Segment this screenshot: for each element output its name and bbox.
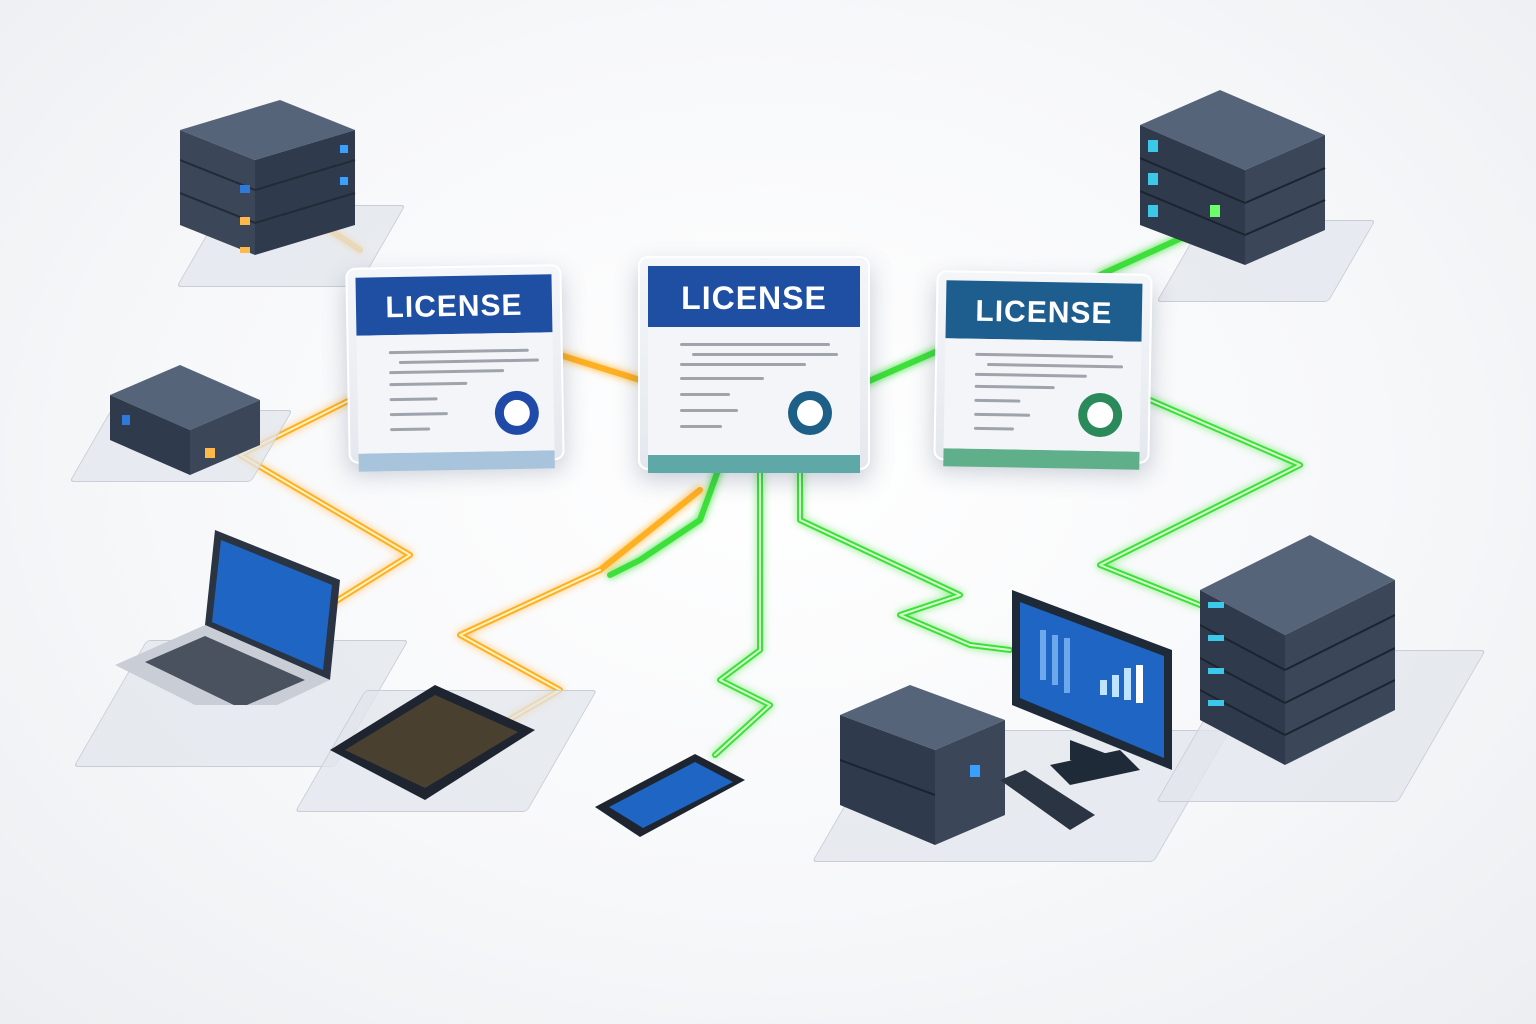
license-header: LICENSE	[355, 274, 553, 336]
license-card-right[interactable]: LICENSE	[933, 270, 1153, 470]
license-body-text	[943, 338, 1142, 452]
server-rack-middle-right[interactable]	[1199, 530, 1396, 770]
keyboard[interactable]	[1000, 770, 1095, 840]
keyboard-icon	[1000, 770, 1095, 830]
desktop-tower[interactable]	[839, 680, 1010, 850]
server-rack-icon	[1199, 535, 1396, 765]
license-footer	[648, 455, 860, 473]
mini-server-left[interactable]	[110, 360, 265, 480]
laptop[interactable]	[115, 530, 345, 725]
award-seal-icon	[1077, 392, 1123, 438]
tablet-icon	[330, 685, 535, 800]
license-body-text	[356, 332, 555, 454]
monitor-icon	[1012, 590, 1172, 785]
license-footer	[358, 450, 555, 472]
smartphone[interactable]	[595, 752, 747, 845]
smartphone-icon	[595, 754, 745, 837]
server-rack-icon	[179, 100, 356, 255]
monitor[interactable]	[1010, 590, 1180, 790]
mini-server-icon	[110, 365, 260, 475]
license-header: LICENSE	[945, 280, 1143, 342]
server-rack-icon	[1139, 90, 1326, 265]
license-card-left[interactable]: LICENSE	[345, 264, 565, 472]
desktop-tower-icon	[839, 685, 1005, 845]
license-body-text	[648, 327, 860, 455]
laptop-icon	[115, 530, 340, 725]
license-card-center[interactable]: LICENSE	[638, 256, 870, 473]
license-header: LICENSE	[648, 266, 860, 327]
tablet[interactable]	[330, 680, 535, 810]
award-seal-icon	[494, 390, 540, 436]
server-rack-top-left[interactable]	[179, 75, 360, 265]
server-rack-top-right[interactable]	[1139, 85, 1330, 275]
license-footer	[943, 448, 1140, 470]
award-seal-icon	[788, 391, 832, 435]
